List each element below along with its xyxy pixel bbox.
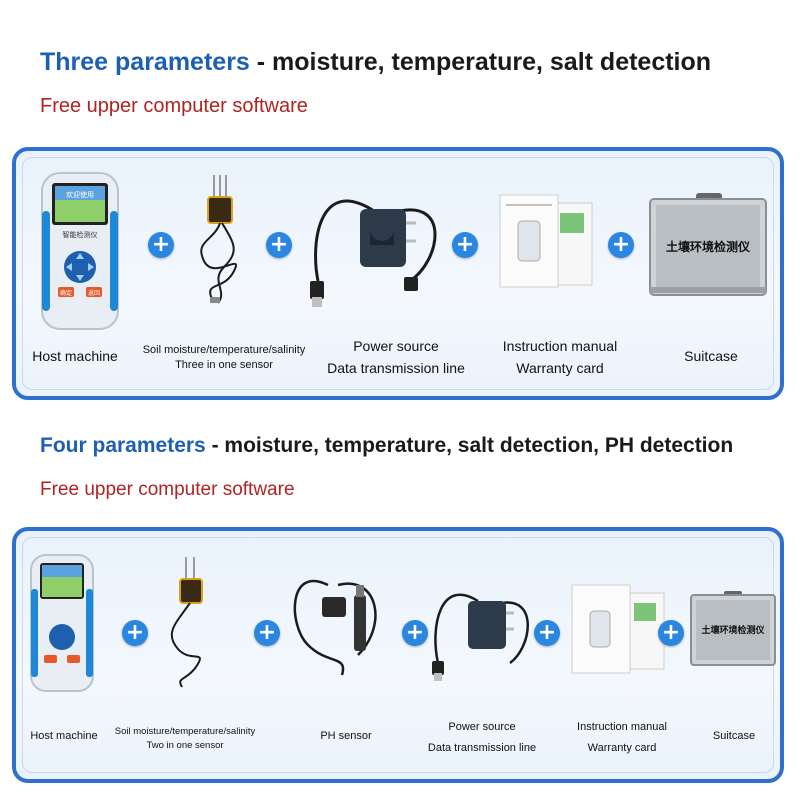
item-label-host-machine: Host machine — [32, 348, 118, 364]
item-label-power: Power source Data transmission line — [327, 338, 465, 377]
soil-sensor-image — [156, 553, 226, 693]
item-label-suitcase: Suitcase — [684, 348, 738, 364]
section1-panel: 欢迎使用 智能检测仪 确定 返回 Host machine + Soil — [12, 147, 784, 400]
plus-icon: + — [266, 232, 292, 258]
section1-title-blue: Three parameters — [40, 48, 250, 76]
section1-subtitle: Free upper computer software — [40, 95, 308, 117]
plus-icon: + — [402, 620, 428, 646]
power-adapter-image — [426, 577, 536, 687]
power-adapter-image — [300, 181, 442, 311]
svg-text:土壤环境检测仪: 土壤环境检测仪 — [666, 239, 751, 254]
ph-sensor-image — [288, 565, 400, 685]
plus-icon: + — [122, 620, 148, 646]
item-label-suitcase: Suitcase — [712, 730, 756, 742]
plus-icon: + — [608, 232, 634, 258]
item-label-power: Power source Data transmission line — [427, 721, 537, 754]
section2-title-blue: Four parameters — [40, 434, 206, 457]
section2-title: Four parameters - moisture, temperature,… — [40, 434, 733, 458]
item-label-soil-sensor: Soil moisture/temperature/salinity Two i… — [114, 726, 256, 752]
manual-image — [496, 191, 606, 291]
svg-text:欢迎使用: 欢迎使用 — [66, 190, 94, 199]
plus-icon: + — [534, 620, 560, 646]
svg-text:土壤环境检测仪: 土壤环境检测仪 — [701, 624, 765, 636]
section2-panel: Host machine + Soil moisture/temperature… — [12, 527, 784, 783]
plus-icon: + — [148, 232, 174, 258]
item-label-soil-sensor: Soil moisture/temperature/salinity Three… — [142, 344, 306, 371]
plus-icon: + — [658, 620, 684, 646]
soil-sensor-image — [184, 171, 264, 311]
item-label-manual: Instruction manual Warranty card — [577, 721, 667, 754]
section1-title-dark: - moisture, temperature, salt detection — [249, 48, 712, 76]
svg-text:智能检测仪: 智能检测仪 — [63, 230, 98, 239]
suitcase-image: 土壤环境检测仪 — [688, 589, 778, 669]
svg-text:返回: 返回 — [88, 290, 100, 297]
suitcase-image: 土壤环境检测仪 — [646, 191, 770, 301]
manual-image — [568, 581, 672, 681]
host-machine-image: 欢迎使用 智能检测仪 确定 返回 — [36, 171, 124, 331]
section2-title-dark: - moisture, temperature, salt detection,… — [205, 434, 734, 457]
item-label-manual: Instruction manual Warranty card — [502, 338, 618, 377]
item-label-ph-sensor: PH sensor — [320, 730, 372, 742]
svg-text:确定: 确定 — [60, 289, 72, 297]
plus-icon: + — [452, 232, 478, 258]
section1-title: Three parameters - moisture, temperature… — [40, 48, 711, 77]
item-label-host-machine: Host machine — [30, 730, 98, 742]
host-machine-image — [26, 553, 98, 693]
section2-subtitle: Free upper computer software — [40, 479, 295, 500]
plus-icon: + — [254, 620, 280, 646]
